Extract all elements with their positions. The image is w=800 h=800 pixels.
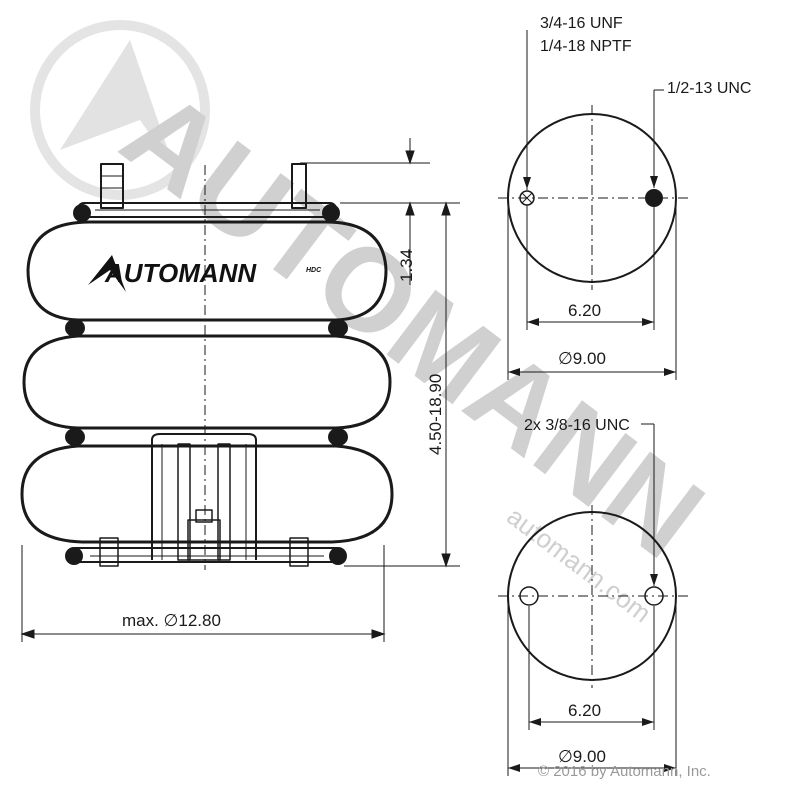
- dim-bottom-spacing: 6.20: [568, 701, 601, 720]
- bottom-stud-hole-right-icon: [644, 586, 664, 606]
- top-stud: [291, 163, 307, 209]
- watermark-brand: AUTOMANN: [99, 65, 726, 583]
- side-view: [20, 163, 394, 570]
- bottom-stud-left: [99, 537, 119, 567]
- girdle-ring-upper: [65, 319, 85, 337]
- watermark-logo-circle: [30, 20, 210, 200]
- watermark: AUTOMANN automann.com: [30, 20, 727, 628]
- bottom-view: [498, 423, 690, 776]
- dim-top-spacing: 6.20: [568, 301, 601, 320]
- top-view: [498, 30, 690, 380]
- dim-max-diameter: max. ∅12.80: [122, 611, 221, 630]
- stud-hole-icon: [645, 189, 663, 207]
- dim-top-diameter: ∅9.00: [558, 349, 606, 368]
- copyright-notice: © 2016 by Automann, Inc.: [538, 763, 711, 780]
- dim-bottom-diameter: ∅9.00: [558, 747, 606, 766]
- bottom-stud-right: [289, 537, 309, 567]
- logo-suffix: HDC: [306, 267, 322, 274]
- label-top-stud-thread: 1/2-13 UNC: [667, 80, 751, 97]
- piston: [151, 433, 257, 560]
- dim-stud-height: 1.34: [397, 249, 416, 282]
- logo-mark-icon: [88, 255, 126, 292]
- label-bottom-studs-thread: 2x 3/8-16 UNC: [524, 417, 630, 434]
- piston-bolt: [187, 519, 221, 561]
- top-port-fitting: [100, 163, 124, 209]
- girdle-ring-lower: [65, 428, 85, 446]
- bellows-lower: [20, 444, 394, 544]
- label-port-thread-1: 3/4-16 UNF: [540, 15, 623, 32]
- watermark-logo-mark: [60, 40, 175, 170]
- side-dimensions: [20, 138, 460, 642]
- bellows-middle: [22, 334, 392, 430]
- logo-text: AUTOMANN: [104, 258, 257, 288]
- label-port-thread-2: 1/4-18 NPTF: [540, 38, 632, 55]
- dim-height-range: 4.50-18.90: [426, 374, 445, 455]
- bellows-logo: AUTOMANN HDC: [88, 255, 322, 292]
- bottom-stud-hole-left-icon: [519, 586, 539, 606]
